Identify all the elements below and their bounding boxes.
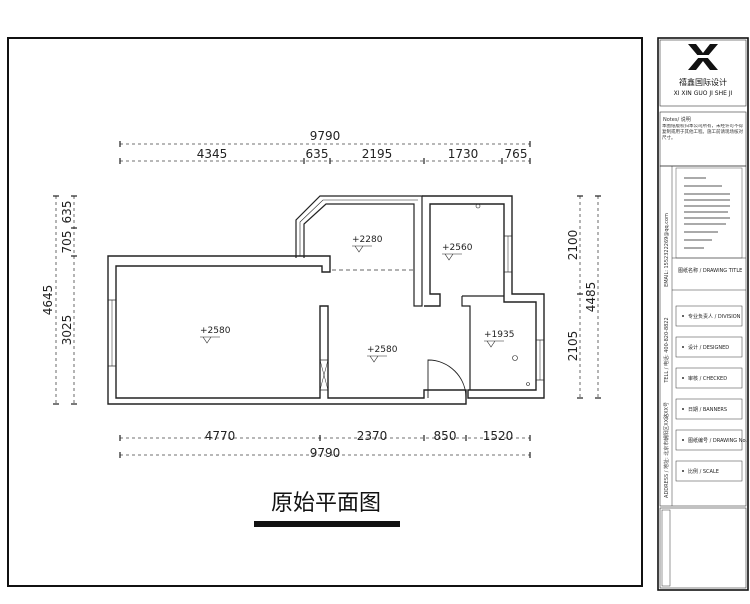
dimension-label: 9790 — [310, 446, 341, 460]
floor-drain-icon — [475, 203, 481, 209]
title-block: 禧鑫国际设计 XI XIN GUO JI SHE JI Notes/ 说明 本图… — [657, 37, 749, 591]
dimension-label: 1520 — [483, 429, 514, 443]
svg-text:+1935: +1935 — [484, 330, 514, 340]
notes-header: Notes/ 说明 — [663, 116, 691, 123]
dimension-label: 2195 — [362, 147, 393, 161]
elevation-bay-room: +2280 — [352, 235, 383, 253]
title-block-field-box — [675, 398, 743, 420]
bullet-icon — [682, 470, 684, 472]
floor-drain-icon — [512, 355, 518, 361]
svg-text:+2560: +2560 — [442, 243, 473, 253]
title-block-fields: 专业负责人 / DIVISION 设计 / DESIGNED 审核 / CHECKE… — [675, 305, 747, 482]
bay-wall — [295, 195, 423, 307]
company-logo-icon — [688, 44, 718, 70]
notes-body: 本图纸版权归本公司所有，未经许可不得复制或用于其他工程。施工前请现场核对尺寸。 — [662, 124, 743, 141]
company-pinyin: XI XIN GUO JI SHE JI — [674, 90, 733, 97]
stamp-text-lines — [684, 177, 730, 249]
dimension-label: 2370 — [357, 429, 388, 443]
elevation-left-room: +2580 — [200, 326, 231, 344]
dimension-layer: 9790 4345 635 2195 1730 765 4770 2370 850 1520 979… — [41, 129, 601, 460]
dimension-label: 4645 — [41, 285, 55, 316]
dimension-label: 635 — [306, 147, 329, 161]
dimension-label: 850 — [434, 429, 457, 443]
dimension-label: 1730 — [448, 147, 479, 161]
dimension-label: 4345 — [197, 147, 228, 161]
title-block-field-label: 比例 / SCALE — [688, 468, 719, 475]
bay-glass-line — [299, 199, 418, 256]
contact-email: EMAIL: 1552322269@qq.com — [664, 213, 670, 287]
dimension-label: 2105 — [566, 331, 580, 362]
title-block-field-box — [675, 305, 743, 327]
bullet-icon — [682, 439, 684, 441]
service-shaft — [319, 359, 329, 391]
title-block-field-box — [675, 367, 743, 389]
right-wall-upper — [422, 195, 545, 399]
bullet-icon — [682, 377, 684, 379]
dimension-label: 4770 — [205, 429, 236, 443]
small-room-wall — [461, 295, 504, 390]
sheet-border — [7, 37, 643, 587]
dimension-label: 765 — [505, 147, 528, 161]
title-block-field-box — [675, 429, 743, 451]
title-block-field-label: 设计 / DESIGNED — [688, 344, 729, 351]
floor-drain-icon — [526, 382, 530, 386]
drawing-title-underline — [254, 521, 400, 527]
dimension-label: 705 — [60, 231, 74, 254]
title-block-field-box — [675, 336, 743, 358]
dimension-label: 2100 — [566, 230, 580, 261]
drawing-title: 原始平面图 — [271, 491, 381, 516]
elevation-small-room: +1935 — [484, 330, 514, 348]
title-block-field-label: 日期 / BANNERS — [688, 407, 727, 413]
stamp-area — [675, 167, 743, 259]
contact-address: ADDRESS / 地址: 北京市朝阳区XX路XX号 — [663, 402, 670, 498]
door-swing — [427, 359, 467, 399]
title-block-field-box — [675, 460, 743, 482]
svg-text:+2280: +2280 — [352, 235, 383, 245]
company-name: 禧鑫国际设计 — [679, 77, 727, 87]
dimension-label: 635 — [60, 201, 74, 224]
bullet-icon — [682, 346, 684, 348]
elevation-top-right-room: +2560 — [442, 243, 473, 261]
outer-wall — [107, 255, 467, 405]
title-block-field-label: 图纸编号 / DRAWING No. — [688, 437, 747, 444]
svg-text:+2580: +2580 — [367, 345, 398, 355]
bullet-icon — [682, 315, 684, 317]
svg-text:+2580: +2580 — [200, 326, 231, 336]
floor-plan — [107, 195, 545, 405]
bullet-icon — [682, 408, 684, 410]
dimension-label: 4485 — [584, 282, 598, 313]
title-block-field-label: 审核 / CHECKED — [688, 375, 727, 382]
dimension-label: 9790 — [310, 129, 341, 143]
drawing-title-label: 图纸名称 / DRAWING TITLE — [678, 267, 742, 274]
title-block-field-label: 专业负责人 / DIVISION — [688, 313, 741, 320]
contact-tel: TELL / 电话: 400-820-8822 — [663, 317, 670, 383]
dimension-label: 3025 — [60, 315, 74, 346]
elevation-center-room: +2580 — [367, 345, 398, 363]
